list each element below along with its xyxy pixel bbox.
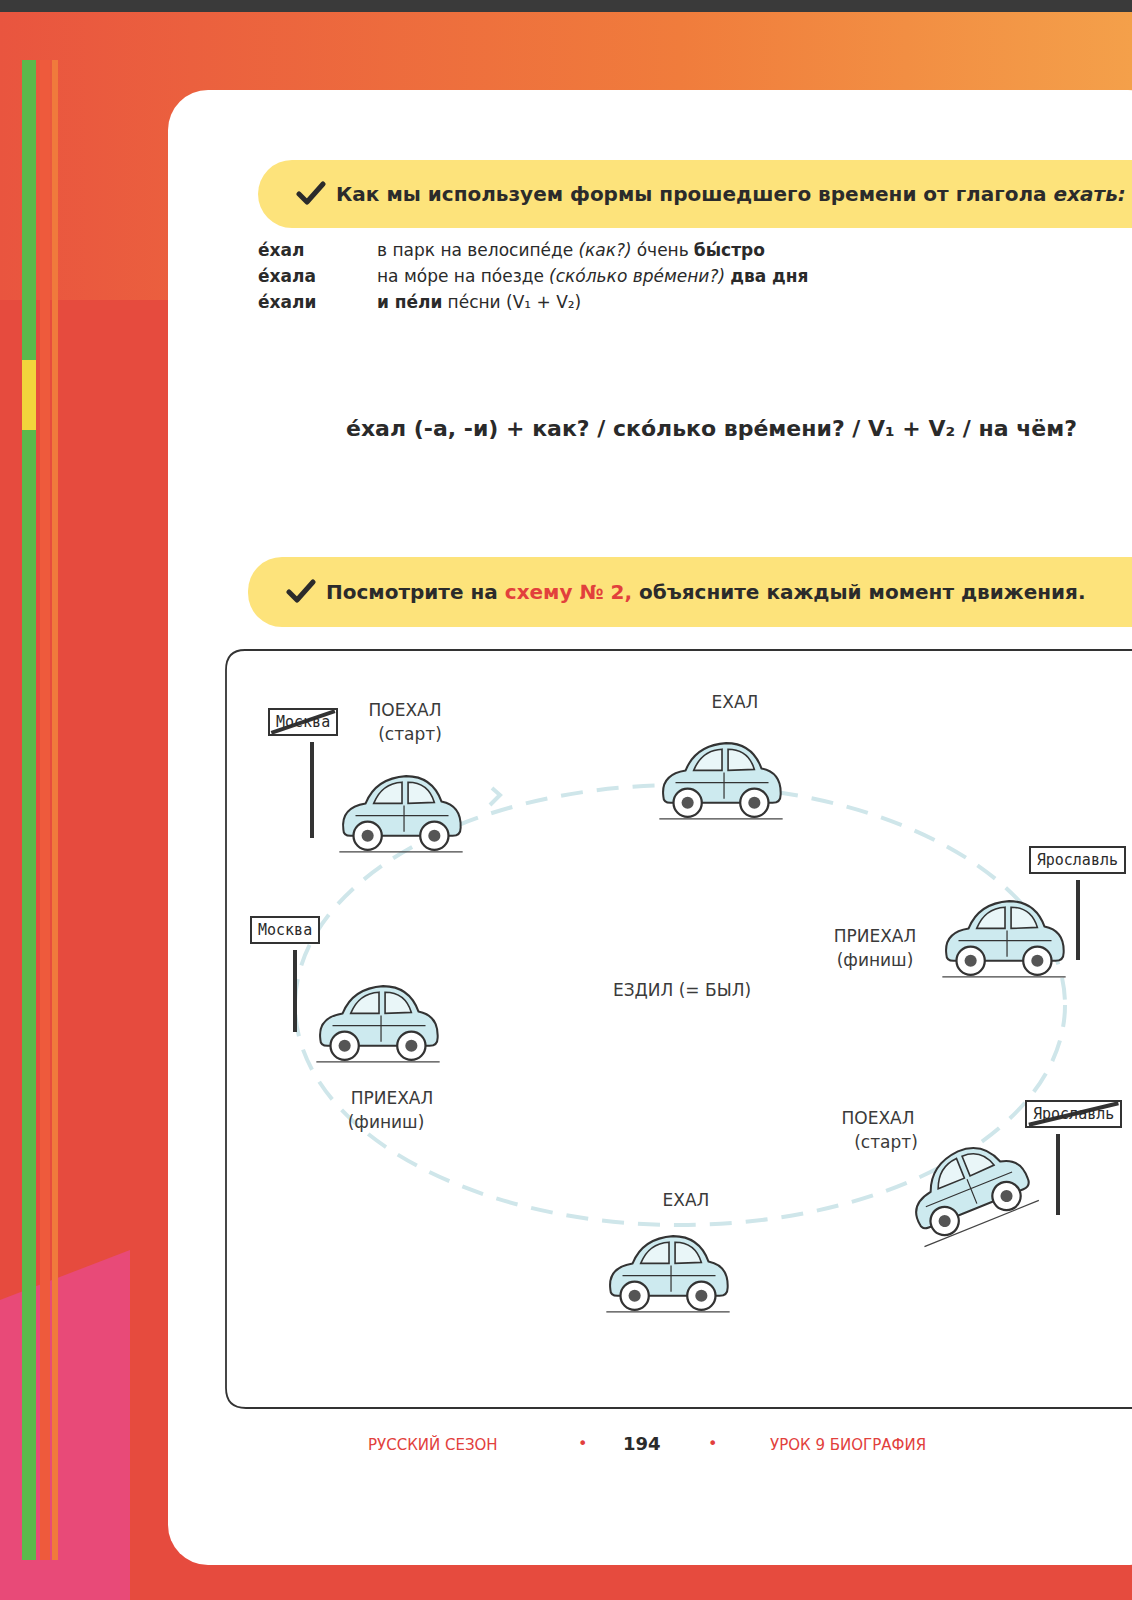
heading-banner: Посмотрите на схему № 2, объясните каждый …	[248, 557, 1132, 627]
road-sign: Москва	[268, 708, 338, 736]
sign-posts	[295, 742, 1078, 1215]
car	[942, 901, 1065, 977]
label-text: (старт)	[854, 1132, 918, 1152]
car	[316, 986, 439, 1062]
cross-line	[271, 711, 335, 733]
text-line: ЕХАЛ	[712, 692, 759, 712]
heading-text: схему № 2,	[505, 580, 632, 604]
text-line: РУССКИЙ СЕЗОН	[368, 1436, 498, 1454]
label-text: ЕЗДИЛ (= БЫЛ)	[613, 980, 751, 1000]
label-text: два дня	[730, 266, 808, 286]
text-line: ПОЕХАЛ	[842, 1108, 915, 1128]
label-text: ЕХАЛ	[712, 692, 759, 712]
road-sign: Москва	[250, 916, 320, 944]
label-text: о́чень	[637, 240, 689, 260]
road-sign: Ярославль	[1029, 846, 1126, 874]
sign-text: Москва	[276, 713, 330, 731]
sign-text: Ярославль	[1033, 1105, 1114, 1123]
text-line: 194	[623, 1433, 661, 1454]
label-text: и пе́ли	[377, 292, 442, 312]
heading-text: Посмотрите на	[326, 580, 498, 604]
text-line: •	[578, 1434, 587, 1453]
route-arrow	[490, 788, 500, 805]
label-text: (старт)	[378, 724, 442, 744]
label-text: (финиш)	[837, 950, 914, 970]
text-line: е́хал (-а, -и) + как? / ско́лько вре́мен…	[346, 416, 1077, 441]
check-mark	[296, 179, 326, 209]
text-line: е́хали	[258, 292, 316, 312]
label-text: (ско́лько вре́мени?)	[549, 266, 725, 286]
text-line: •	[708, 1434, 717, 1453]
label-text: ПРИЕХАЛ	[834, 926, 917, 946]
label-text: •	[578, 1434, 587, 1453]
label-text: ЕХАЛ	[663, 1190, 710, 1210]
text-line: в парк на велосипе́де(как?) о́ченьбы́стро	[377, 240, 765, 260]
label-text: бы́стро	[694, 240, 765, 260]
sign-text: Москва	[258, 921, 312, 939]
text-line: (старт)	[378, 724, 442, 744]
sign-text: Ярославль	[1037, 851, 1118, 869]
heading-text: ехать:	[1054, 182, 1126, 206]
text-line: и пе́ли пе́сни (V₁ + V₂)	[377, 292, 581, 312]
check-mark	[286, 577, 316, 607]
label-text: (финиш)	[348, 1112, 425, 1132]
text-line: ЕЗДИЛ (= БЫЛ)	[613, 980, 751, 1000]
label-text: на мо́ре на по́езде	[377, 266, 544, 286]
diagram-frame	[226, 650, 1132, 1408]
label-text: ПОЕХАЛ	[369, 700, 442, 720]
label-text: е́хала	[258, 266, 316, 286]
car	[606, 1236, 729, 1312]
text-line: (старт)	[854, 1132, 918, 1152]
label-text: ПРИЕХАЛ	[351, 1088, 434, 1108]
text-line: ПОЕХАЛ	[369, 700, 442, 720]
label-text: •	[708, 1434, 717, 1453]
heading-text: объясните каждый момент движения.	[639, 580, 1086, 604]
label-text: (как?)	[578, 240, 631, 260]
text-line: е́хал	[258, 240, 304, 260]
label-text: е́хал (-а, -и) + как? / ско́лько вре́мен…	[346, 416, 1077, 441]
text-line: на мо́ре на по́езде(ско́лько вре́мени?)д…	[377, 266, 808, 286]
text-line: ПРИЕХАЛ	[834, 926, 917, 946]
cross-line	[1029, 1103, 1119, 1125]
label-text: е́хал	[258, 240, 304, 260]
label-text: УРОК 9 БИОГРАФИЯ	[770, 1436, 926, 1454]
text-line: (финиш)	[837, 950, 914, 970]
label-text: пе́сни (V₁ + V₂)	[448, 292, 582, 312]
text-line: (финиш)	[348, 1112, 425, 1132]
road-sign: Ярославль	[1025, 1100, 1122, 1128]
label-text: РУССКИЙ СЕЗОН	[368, 1436, 498, 1454]
text-line: ЕХАЛ	[663, 1190, 710, 1210]
heading-text: Как мы используем формы прошедшего време…	[336, 182, 1047, 206]
check-mark-path	[289, 582, 313, 600]
text-line: ПРИЕХАЛ	[351, 1088, 434, 1108]
text-line: УРОК 9 БИОГРАФИЯ	[770, 1436, 926, 1454]
car	[339, 776, 462, 852]
heading-banner: Как мы используем формы прошедшего време…	[258, 160, 1132, 228]
check-mark-path	[299, 184, 323, 202]
label-text: в парк на велосипе́де	[377, 240, 573, 260]
label-text: ПОЕХАЛ	[842, 1108, 915, 1128]
label-text: е́хали	[258, 292, 316, 312]
car	[659, 743, 782, 819]
text-line: е́хала	[258, 266, 316, 286]
label-text: 194	[623, 1433, 661, 1454]
